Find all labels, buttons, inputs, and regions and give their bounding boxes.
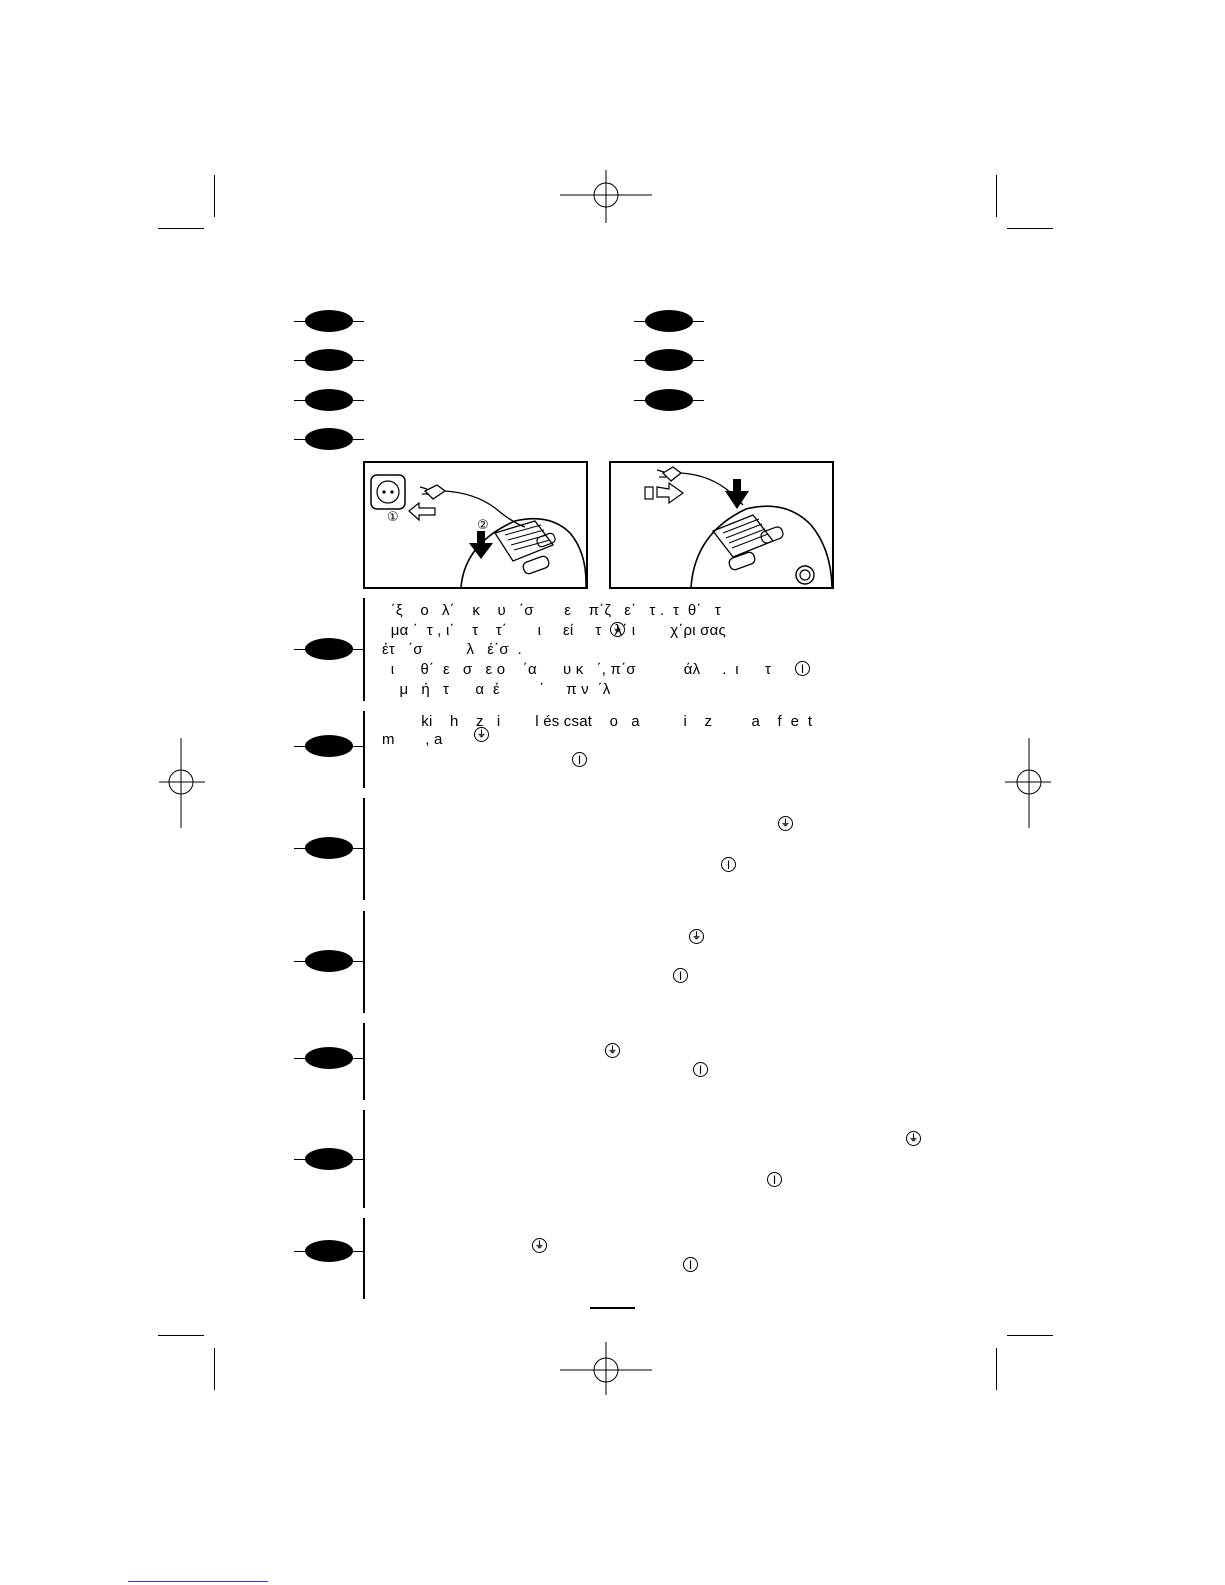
section-rule <box>363 798 365 900</box>
crop-mark <box>996 1348 997 1390</box>
page-number-rule <box>590 1307 635 1309</box>
language-badge <box>645 349 693 371</box>
section-rule <box>363 1110 365 1208</box>
hungarian-text-line: ki h z i l és csat o a i z a f e t <box>382 713 813 730</box>
section-rule <box>363 598 365 701</box>
language-badge <box>305 428 353 450</box>
power-symbol-icon: | <box>721 857 736 872</box>
greek-text-line: ι θ΄ ε σ ε ο ΄α υ κ ΄, π΄σ άλ . ι τ <box>382 661 772 678</box>
power-symbol-icon: | <box>673 968 688 983</box>
power-symbol-icon: | <box>572 752 587 767</box>
language-badge <box>305 389 353 411</box>
hungarian-text-line: m , a <box>382 731 443 748</box>
crop-mark <box>996 175 997 217</box>
plug-symbol-icon: ⏚ <box>778 816 793 831</box>
illustration-cord-rewind <box>609 461 834 589</box>
crop-mark <box>1007 1335 1053 1336</box>
section-rule <box>363 911 365 1013</box>
crop-mark <box>158 228 204 229</box>
step-1-label: ① <box>387 510 399 525</box>
crop-mark <box>158 1335 204 1336</box>
crop-mark <box>214 175 215 217</box>
language-badge <box>645 310 693 332</box>
footer-link-underline[interactable] <box>128 1577 268 1582</box>
plug-symbol-icon: ⏚ <box>610 622 625 637</box>
power-symbol-icon: | <box>683 1257 698 1272</box>
section-rule <box>363 1023 365 1100</box>
language-badge <box>305 1047 353 1069</box>
language-badge <box>305 1240 353 1262</box>
language-badge <box>305 310 353 332</box>
power-symbol-icon: | <box>795 661 810 676</box>
greek-text-line: μα ΄ τ , ι΄ τ τ΄ ι εί τ λ΄ ι χ΄ρι σας <box>382 622 726 639</box>
crop-mark <box>1007 228 1053 229</box>
section-rule <box>363 1218 365 1299</box>
section-rule <box>363 711 365 788</box>
plug-symbol-icon: ⏚ <box>689 929 704 944</box>
language-badge <box>305 638 353 660</box>
greek-text-line: έτ ΄σ λ έ΄σ . <box>382 641 522 658</box>
crop-mark <box>214 1348 215 1390</box>
registration-mark-icon <box>155 738 207 833</box>
language-badge <box>305 349 353 371</box>
registration-mark-icon <box>560 1340 652 1405</box>
plug-symbol-icon: ⏚ <box>474 727 489 742</box>
language-badge <box>305 1148 353 1170</box>
illustration-unplug-vacuum: ① ② <box>363 461 588 589</box>
language-badge <box>305 950 353 972</box>
plug-symbol-icon: ⏚ <box>906 1131 921 1146</box>
step-2-label: ② <box>477 518 489 533</box>
greek-text-line: μ ή τ α έ ΄ π ν ΄λ <box>382 681 611 698</box>
plug-symbol-icon: ⏚ <box>532 1238 547 1253</box>
power-symbol-icon: | <box>693 1062 708 1077</box>
language-badge <box>305 735 353 757</box>
greek-text-line: ΄ξ ο λ΄ κ υ ΄σ ε π΄ζ ε΄ τ . τ θ΄ τ <box>382 602 721 619</box>
registration-mark-icon <box>1003 738 1055 833</box>
power-symbol-icon: | <box>767 1172 782 1187</box>
language-badge <box>305 837 353 859</box>
plug-symbol-icon: ⏚ <box>605 1043 620 1058</box>
language-badge <box>645 389 693 411</box>
registration-mark-icon <box>560 165 652 230</box>
